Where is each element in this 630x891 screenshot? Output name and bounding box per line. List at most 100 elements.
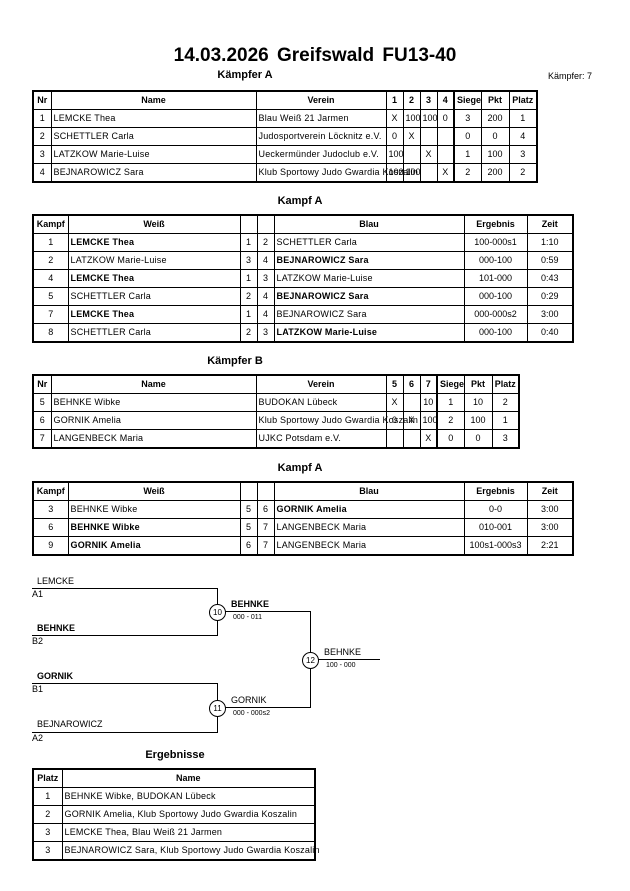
column-header: 3 bbox=[419, 90, 438, 110]
table-cell bbox=[402, 393, 421, 412]
white-fighter: SCHETTLER Carla bbox=[67, 323, 241, 343]
fight-number: 1 bbox=[32, 233, 69, 252]
table-cell: X bbox=[385, 109, 404, 128]
table-cell: 0 bbox=[480, 127, 510, 146]
table-cell: 100 bbox=[385, 145, 404, 164]
column-header bbox=[239, 214, 258, 234]
blue-fighter: LATZKOW Marie-Luise bbox=[273, 323, 465, 343]
white-fighter: LATZKOW Marie-Luise bbox=[67, 251, 241, 270]
blue-index: 3 bbox=[256, 323, 275, 343]
column-header: Siege bbox=[453, 90, 482, 110]
bracket-line bbox=[225, 707, 310, 708]
table-cell: X bbox=[419, 429, 438, 449]
blue-index: 7 bbox=[256, 518, 275, 537]
fight-result: 0-0 bbox=[463, 500, 528, 519]
fighter-name: GORNIK Amelia bbox=[50, 411, 257, 430]
club-name: Blau Weiß 21 Jarmen bbox=[255, 109, 387, 128]
column-header: 2 bbox=[402, 90, 421, 110]
fighter-name: SCHETTLER Carla bbox=[50, 127, 257, 146]
fight-10-score: 000 - 011 bbox=[233, 614, 263, 621]
table-cell: 0 bbox=[436, 429, 465, 449]
bracket-line bbox=[32, 732, 218, 733]
white-fighter: LEMCKE Thea bbox=[67, 269, 241, 288]
club-name: Klub Sportowy Judo Gwardia Koszalin bbox=[255, 411, 418, 430]
table-cell: 3 bbox=[508, 145, 538, 164]
fight-11-score: 000 - 000s2 bbox=[233, 710, 270, 717]
fight-time: 3:00 bbox=[526, 500, 574, 519]
blue-fighter: LATZKOW Marie-Luise bbox=[273, 269, 465, 288]
column-header: Kampf bbox=[32, 481, 69, 501]
fighter-name: BEHNKE Wibke bbox=[50, 393, 257, 412]
fight-number: 5 bbox=[32, 287, 69, 306]
results-heading: Ergebnisse bbox=[145, 749, 205, 761]
column-header: Blau bbox=[273, 214, 465, 234]
fight-time: 0:59 bbox=[526, 251, 574, 270]
table-cell: 7 bbox=[32, 429, 52, 449]
column-header: Platz bbox=[508, 90, 538, 110]
bracket-a1-tag: A1 bbox=[32, 589, 44, 599]
result-place: 2 bbox=[32, 805, 63, 824]
table-cell: 4 bbox=[32, 163, 52, 183]
fight-result: 000-000s2 bbox=[463, 305, 528, 324]
fight-number: 2 bbox=[32, 251, 69, 270]
table-cell bbox=[402, 429, 421, 449]
fighter-name: BEJNAROWICZ Sara bbox=[50, 163, 257, 183]
blue-index: 6 bbox=[256, 500, 275, 519]
fight-11-winner: GORNIK bbox=[231, 695, 267, 705]
column-header: 6 bbox=[402, 374, 421, 394]
fight-12-winner: BEHNKE bbox=[324, 647, 362, 657]
column-header: 1 bbox=[385, 90, 404, 110]
bracket-line bbox=[32, 635, 218, 636]
table-cell bbox=[436, 145, 455, 164]
column-header: Nr bbox=[32, 374, 52, 394]
fight-number: 4 bbox=[32, 269, 69, 288]
column-header: Name bbox=[50, 90, 257, 110]
table-cell: 200 bbox=[480, 163, 510, 183]
column-header: Pkt bbox=[480, 90, 510, 110]
blue-index: 2 bbox=[256, 233, 275, 252]
table-cell: X bbox=[419, 145, 438, 164]
bracket-line bbox=[32, 588, 218, 589]
column-header: Ergebnis bbox=[463, 214, 528, 234]
column-header: Verein bbox=[255, 90, 387, 110]
fight-10-winner: BEHNKE bbox=[231, 599, 270, 609]
result-name: BEJNAROWICZ Sara, Klub Sportowy Judo Gwa… bbox=[61, 841, 320, 861]
fight-result: 101-000 bbox=[463, 269, 528, 288]
table-cell: 1 bbox=[436, 393, 465, 412]
bracket-line bbox=[318, 659, 380, 660]
white-index: 5 bbox=[239, 500, 258, 519]
club-name: Ueckermünder Judoclub e.V. bbox=[255, 145, 387, 164]
table-cell: 0 bbox=[385, 127, 404, 146]
bracket-b1-tag: B1 bbox=[32, 684, 44, 694]
pool-b-heading: Kämpfer B bbox=[207, 355, 263, 367]
fight-number: 9 bbox=[32, 536, 69, 556]
fight-12-score: 100 - 000 bbox=[326, 662, 356, 669]
blue-fighter: LANGENBECK Maria bbox=[273, 536, 465, 556]
fight-time: 0:29 bbox=[526, 287, 574, 306]
table-cell bbox=[419, 127, 438, 146]
column-header: Weiß bbox=[67, 214, 241, 234]
table-cell: 5 bbox=[32, 393, 52, 412]
table-cell: 6 bbox=[32, 411, 52, 430]
table-cell: 2 bbox=[491, 393, 520, 412]
fight-time: 0:40 bbox=[526, 323, 574, 343]
column-header: Blau bbox=[273, 481, 465, 501]
fight-number: 8 bbox=[32, 323, 69, 343]
